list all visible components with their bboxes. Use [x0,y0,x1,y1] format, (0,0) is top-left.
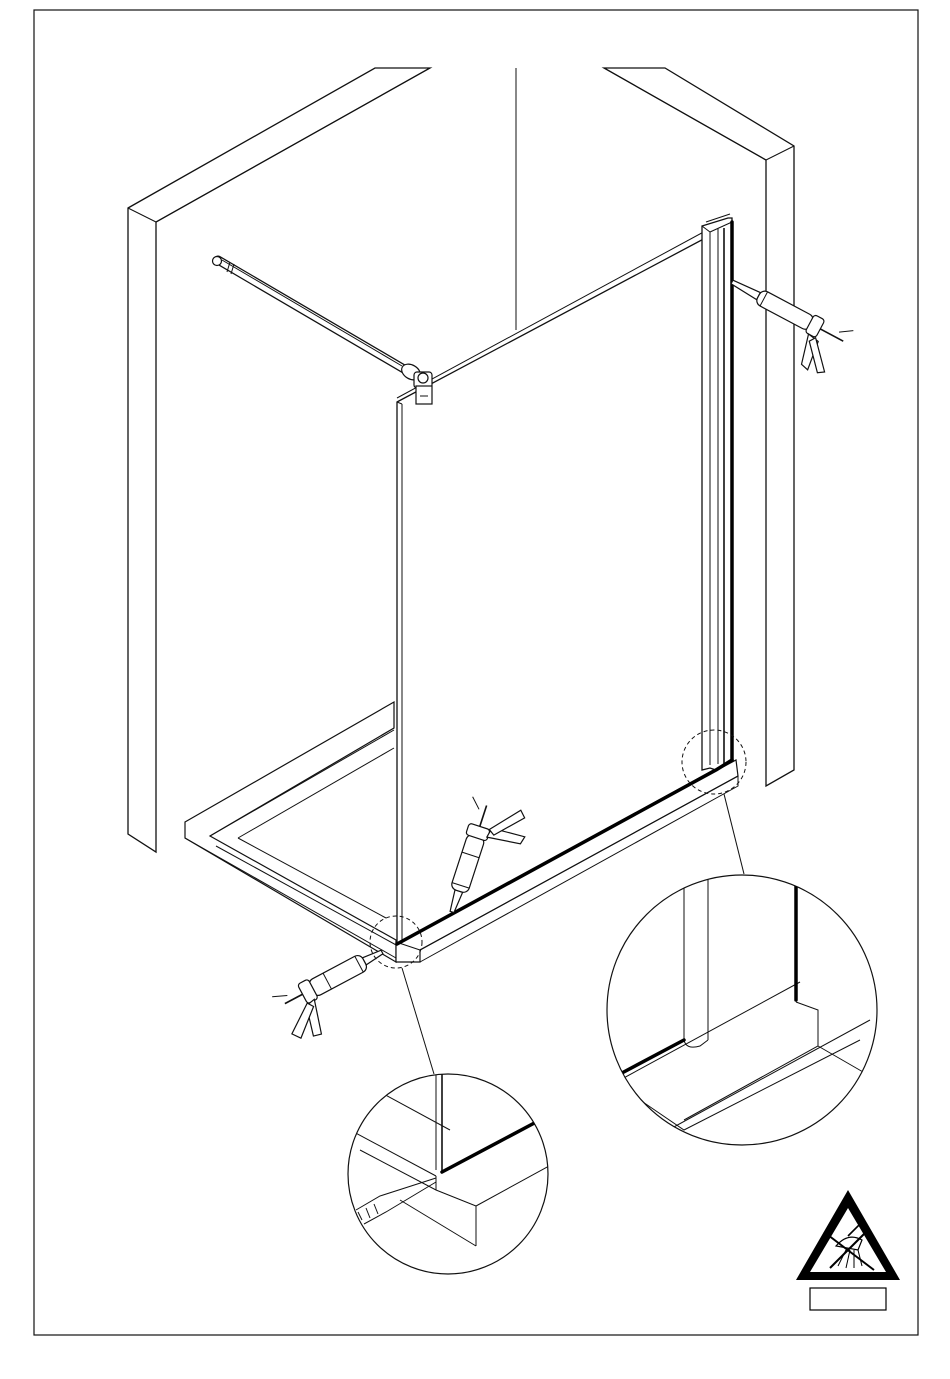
glass-panel [397,222,728,944]
wall-left [128,68,430,852]
wall-profile [702,214,732,770]
detail-circle-profile-corner [607,872,877,1145]
detail-circle-glass-corner [348,1074,560,1274]
stabiliser-bar [213,257,405,370]
bar-clamp [399,361,432,404]
silicone-gun-icon [272,941,402,1046]
no-water-24h-warning-icon [796,1190,900,1310]
